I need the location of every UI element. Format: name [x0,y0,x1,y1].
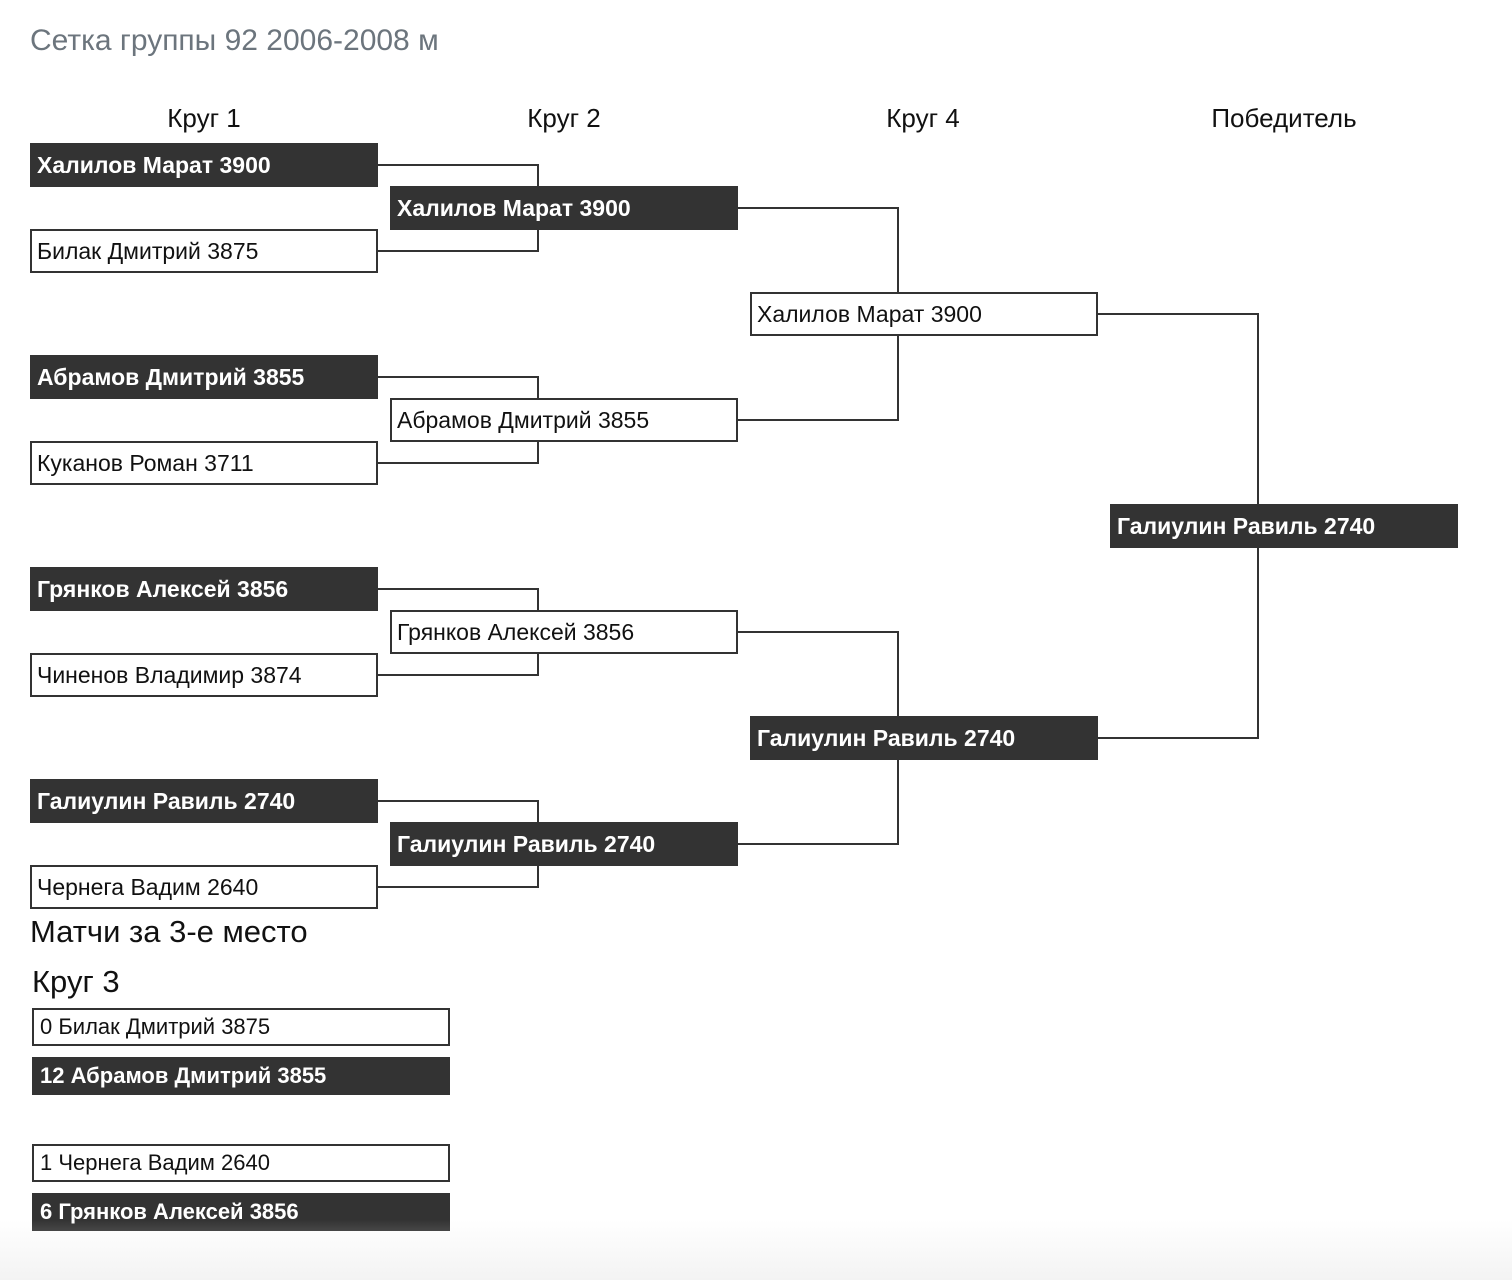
r2-slot-4[interactable]: Галиулин Равиль 2740 [390,822,738,866]
round-header-2: Круг 2 [527,103,601,133]
round-header-4: Круг 4 [886,103,960,133]
round-header-1: Круг 1 [167,103,241,133]
champion-slot[interactable]: Галиулин Равиль 2740 [1110,504,1458,548]
third-place-entry-1[interactable]: 0 Билак Дмитрий 3875 [32,1008,450,1046]
r1-slot-8[interactable]: Чернега Вадим 2640 [30,865,378,909]
connector-r4-top [1098,313,1259,504]
connector-r2-m2-top [738,631,899,716]
connector-r1-m3-top [378,588,539,610]
page-title: Сетка группы 92 2006-2008 м [30,24,439,57]
r1-slot-7[interactable]: Галиулин Равиль 2740 [30,779,378,823]
r2-slot-2[interactable]: Абрамов Дмитрий 3855 [390,398,738,442]
r2-slot-1[interactable]: Халилов Марат 3900 [390,186,738,230]
r1-slot-2[interactable]: Билак Дмитрий 3875 [30,229,378,273]
third-place-entry-3[interactable]: 1 Чернега Вадим 2640 [32,1144,450,1182]
third-place-entry-2[interactable]: 12 Абрамов Дмитрий 3855 [32,1057,450,1095]
round-header-winner: Победитель [1211,103,1357,133]
connector-r2-m1-top [738,207,899,292]
r1-slot-3[interactable]: Абрамов Дмитрий 3855 [30,355,378,399]
connector-r1-m1-top [378,164,539,186]
r4-slot-2[interactable]: Галиулин Равиль 2740 [750,716,1098,760]
connector-r1-m2-top [378,376,539,398]
r1-slot-5[interactable]: Грянков Алексей 3856 [30,567,378,611]
connector-r2-m1-bottom [738,336,899,421]
r1-slot-1[interactable]: Халилов Марат 3900 [30,143,378,187]
connector-r1-m4-top [378,800,539,822]
r1-slot-4[interactable]: Куканов Роман 3711 [30,441,378,485]
r1-slot-6[interactable]: Чиненов Владимир 3874 [30,653,378,697]
connector-r1-m2-bottom [378,442,539,464]
connector-r1-m3-bottom [378,654,539,676]
connector-r1-m1-bottom [378,230,539,252]
third-place-title: Матчи за 3-е место [30,914,308,949]
connector-r4-bottom [1098,548,1259,739]
third-place-entry-4[interactable]: 6 Грянков Алексей 3856 [32,1193,450,1231]
third-place-round-title: Круг 3 [32,964,120,999]
r2-slot-3[interactable]: Грянков Алексей 3856 [390,610,738,654]
connector-r2-m2-bottom [738,760,899,845]
r4-slot-1[interactable]: Халилов Марат 3900 [750,292,1098,336]
connector-r1-m4-bottom [378,866,539,888]
